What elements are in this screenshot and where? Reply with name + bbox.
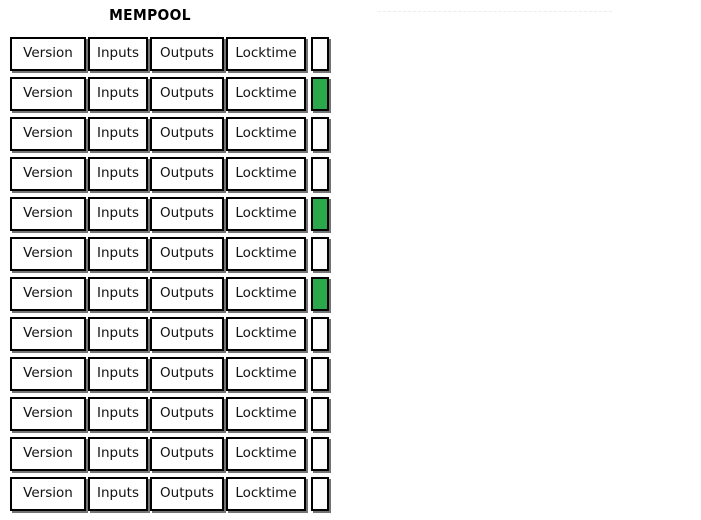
tx-cell-outputs[interactable]: Outputs	[150, 37, 224, 71]
tx-cell-version[interactable]: Version	[10, 117, 86, 151]
tx-cell-version[interactable]: Version	[10, 357, 86, 391]
tx-cell-version[interactable]: Version	[10, 437, 86, 471]
tx-cell-outputs[interactable]: Outputs	[150, 157, 224, 191]
tx-cell-outputs[interactable]: Outputs	[150, 197, 224, 231]
tx-cell-inputs[interactable]: Inputs	[88, 157, 148, 191]
tx-cell-version[interactable]: Version	[10, 317, 86, 351]
tx-cell-inputs[interactable]: Inputs	[88, 317, 148, 351]
tx-cell-version[interactable]: Version	[10, 197, 86, 231]
status-badge[interactable]	[311, 277, 329, 311]
status-badge[interactable]	[311, 157, 329, 191]
tx-cell-outputs[interactable]: Outputs	[150, 437, 224, 471]
tx-cell-inputs[interactable]: Inputs	[88, 277, 148, 311]
tx-cell-locktime[interactable]: Locktime	[226, 197, 306, 231]
tx-cell-outputs[interactable]: Outputs	[150, 237, 224, 271]
tx-cell-locktime[interactable]: Locktime	[226, 77, 306, 111]
tx-cell-locktime[interactable]: Locktime	[226, 477, 306, 511]
tx-cell-outputs[interactable]: Outputs	[150, 277, 224, 311]
tx-cell-locktime[interactable]: Locktime	[226, 237, 306, 271]
tx-cell-version[interactable]: Version	[10, 37, 86, 71]
tx-cell-outputs[interactable]: Outputs	[150, 397, 224, 431]
tx-cell-version[interactable]: Version	[10, 477, 86, 511]
status-badge[interactable]	[311, 77, 329, 111]
tx-cell-inputs[interactable]: Inputs	[88, 117, 148, 151]
tx-cell-outputs[interactable]: Outputs	[150, 77, 224, 111]
tx-cell-inputs[interactable]: Inputs	[88, 237, 148, 271]
tx-cell-locktime[interactable]: Locktime	[226, 277, 306, 311]
status-badge[interactable]	[311, 237, 329, 271]
tx-cell-outputs[interactable]: Outputs	[150, 357, 224, 391]
tx-cell-inputs[interactable]: Inputs	[88, 477, 148, 511]
tx-cell-inputs[interactable]: Inputs	[88, 357, 148, 391]
tx-cell-locktime[interactable]: Locktime	[226, 157, 306, 191]
tx-cell-locktime[interactable]: Locktime	[226, 117, 306, 151]
status-badge[interactable]	[311, 357, 329, 391]
status-badge[interactable]	[311, 37, 329, 71]
tx-cell-locktime[interactable]: Locktime	[226, 357, 306, 391]
tx-cell-version[interactable]: Version	[10, 157, 86, 191]
tx-cell-version[interactable]: Version	[10, 397, 86, 431]
tx-cell-inputs[interactable]: Inputs	[88, 197, 148, 231]
status-badge[interactable]	[311, 437, 329, 471]
tx-cell-outputs[interactable]: Outputs	[150, 317, 224, 351]
status-badge[interactable]	[311, 117, 329, 151]
tx-cell-outputs[interactable]: Outputs	[150, 117, 224, 151]
tx-cell-version[interactable]: Version	[10, 77, 86, 111]
tx-cell-locktime[interactable]: Locktime	[226, 317, 306, 351]
page-title: MEMPOOL	[109, 6, 191, 24]
tx-cell-version[interactable]: Version	[10, 237, 86, 271]
faint-dashed-rule	[378, 11, 612, 12]
tx-cell-inputs[interactable]: Inputs	[88, 77, 148, 111]
tx-cell-inputs[interactable]: Inputs	[88, 37, 148, 71]
tx-cell-inputs[interactable]: Inputs	[88, 437, 148, 471]
status-badge[interactable]	[311, 197, 329, 231]
status-badge[interactable]	[311, 477, 329, 511]
tx-cell-version[interactable]: Version	[10, 277, 86, 311]
tx-cell-locktime[interactable]: Locktime	[226, 397, 306, 431]
tx-cell-outputs[interactable]: Outputs	[150, 477, 224, 511]
tx-cell-locktime[interactable]: Locktime	[226, 37, 306, 71]
status-badge[interactable]	[311, 317, 329, 351]
tx-cell-locktime[interactable]: Locktime	[226, 437, 306, 471]
tx-cell-inputs[interactable]: Inputs	[88, 397, 148, 431]
status-badge[interactable]	[311, 397, 329, 431]
